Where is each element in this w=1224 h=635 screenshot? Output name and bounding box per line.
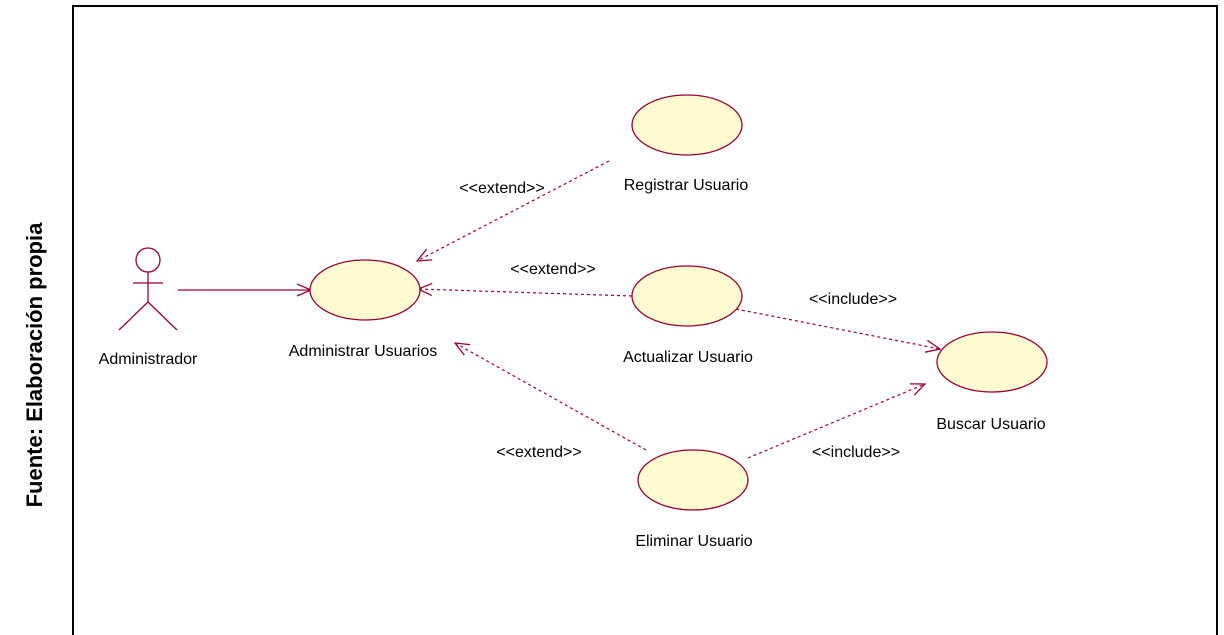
use-case-actualizar[interactable] [631, 265, 743, 327]
include-eliminar-line [747, 384, 925, 459]
diagram-frame [72, 5, 1218, 635]
use-case-buscar[interactable] [936, 331, 1048, 393]
extend-eliminar-label: <<extend>> [496, 444, 581, 461]
use-case-registrar-label: Registrar Usuario [624, 177, 749, 194]
actor-administrador[interactable] [118, 247, 178, 331]
use-case-registrar[interactable] [631, 94, 743, 156]
extend-eliminar-line [455, 343, 647, 451]
extend-actualizar-label: <<extend>> [510, 261, 595, 278]
include-eliminar-label: <<include>> [812, 444, 900, 461]
include-actualizar-label: <<include>> [809, 291, 897, 308]
actor-right-leg [147, 301, 178, 331]
use-case-eliminar-label: Eliminar Usuario [635, 533, 752, 550]
extend-registrar-label: <<extend>> [459, 180, 544, 197]
extend-registrar-line [417, 160, 610, 261]
use-case-administrar-label: Administrar Usuarios [289, 343, 437, 360]
use-case-actualizar-label: Actualizar Usuario [623, 349, 753, 366]
extend-actualizar-line [418, 289, 633, 297]
use-case-eliminar[interactable] [637, 449, 749, 511]
use-case-buscar-label: Buscar Usuario [936, 416, 1045, 433]
actor-left-leg [118, 301, 149, 331]
include-actualizar-line [735, 308, 940, 349]
actor-head [135, 247, 161, 273]
actor-label: Administrador [99, 351, 198, 368]
use-case-administrar[interactable] [309, 259, 421, 321]
